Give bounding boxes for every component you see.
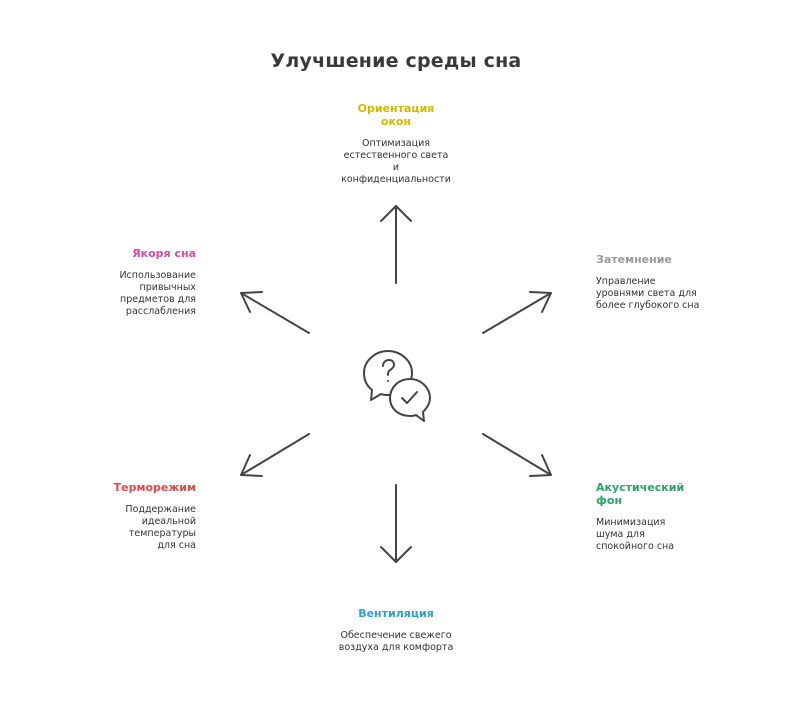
node-title: Затемнение <box>596 253 672 266</box>
node-title: Якоря сна <box>132 247 196 260</box>
node-title: Терморежим <box>113 481 196 494</box>
node-title: Ориентация окон <box>357 102 435 128</box>
node-title: Вентиляция <box>358 607 434 620</box>
diagram-title: Улучшение среды сна <box>270 50 522 72</box>
node-window-orientation: Ориентация окон Оптимизация естественног… <box>326 102 466 186</box>
node-description: Управление уровнями света для более глуб… <box>596 276 700 311</box>
node-description: Использование привычных предметов для ра… <box>119 270 196 317</box>
arrow-down-right <box>482 433 552 477</box>
node-description: Минимизация шума для спокойного сна <box>596 517 675 552</box>
arrow-up-left <box>240 291 310 334</box>
node-title: Акустический фон <box>596 481 685 507</box>
node-acoustic-background: Акустический фон Минимизация шума для сп… <box>596 481 696 553</box>
node-sleep-anchors: Якоря сна Использование привычных предме… <box>96 247 196 318</box>
node-description: Оптимизация естественного света и конфид… <box>341 138 451 185</box>
node-description: Обеспечение свежего воздуха для комфорта <box>338 630 454 653</box>
arrow-down-left <box>240 433 310 477</box>
arrow-down <box>380 484 412 563</box>
node-thermal-mode: Терморежим Поддержание идеальной темпера… <box>96 481 196 552</box>
speech-bubbles-question-check-icon <box>363 350 431 422</box>
node-description: Поддержание идеальной температуры для сн… <box>125 504 196 551</box>
node-ventilation: Вентиляция Обеспечение свежего воздуха д… <box>326 607 466 654</box>
arrow-up-right <box>482 291 552 334</box>
arrow-up <box>380 205 412 284</box>
node-darkening: Затемнение Управление уровнями света для… <box>596 253 706 312</box>
